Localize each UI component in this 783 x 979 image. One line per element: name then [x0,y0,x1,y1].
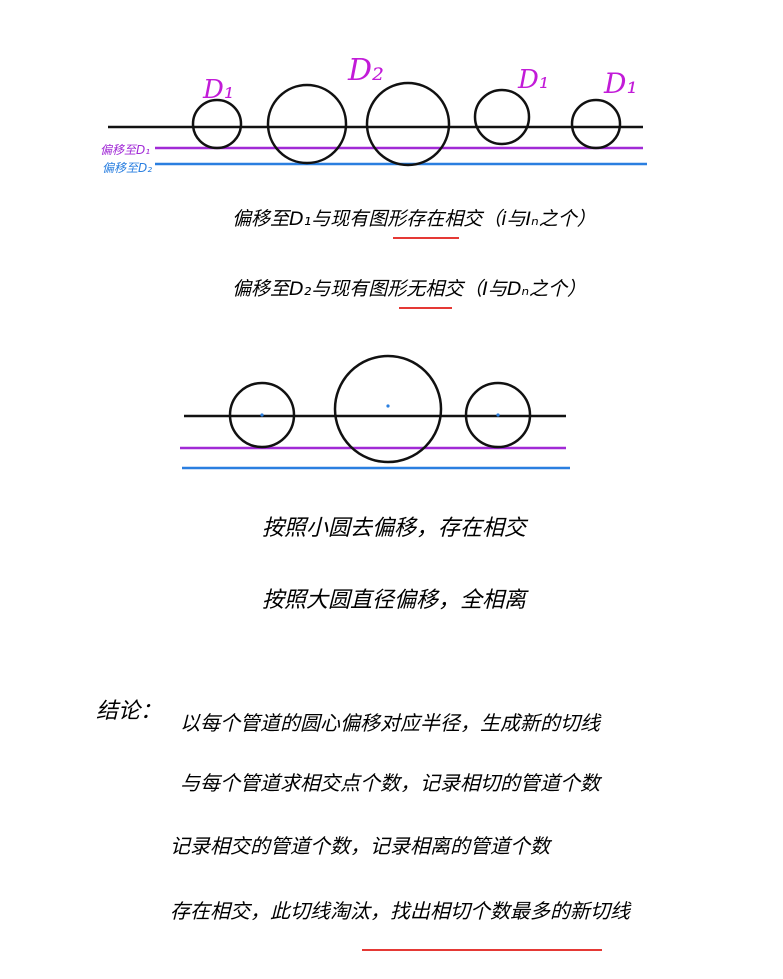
pipe-circle [266,83,348,165]
pipe-circle [365,81,451,167]
center-dot [260,413,264,417]
circle-label: D₁ [517,65,549,95]
diagram-2 [180,354,570,470]
conclusion-line: 与每个管道求相交点个数，记录相切的管道个数 [180,771,603,795]
side-label-blue: 偏移至D₂ [102,161,152,175]
note-line: 偏移至D₂与现有图形无相交（I与Dₙ之个） [232,278,586,300]
pipe-circle [191,98,243,150]
note-line: 按照小圆去偏移，存在相交 [262,516,529,541]
side-label-purple: 偏移至D₁ [100,143,150,157]
pipe-circle [228,381,296,449]
conclusion-title: 结论： [96,699,162,724]
circle-label: D₁ [603,67,638,100]
circle-label: D₂ [347,53,384,88]
note-line: 偏移至D₁与现有图形存在相交（i与Iₙ之个） [232,208,596,230]
conclusion-line: 存在相交，此切线淘汰，找出相切个数最多的新切线 [170,899,632,923]
center-dot [496,413,500,417]
notes-1: 偏移至D₁与现有图形存在相交（i与Iₙ之个） 偏移至D₂与现有图形无相交（I与D… [232,208,596,309]
conclusion: 结论： 以每个管道的圆心偏移对应半径，生成新的切线 与每个管道求相交点个数，记录… [96,699,632,951]
pipe-circle [333,354,443,464]
diagram-1: D₁ D₂ D₁ D₁ 偏移至D₁ 偏移至D₂ [100,53,647,175]
circle-label: D₁ [202,75,234,105]
notes-2: 按照小圆去偏移，存在相交 按照大圆直径偏移，全相离 [262,516,529,613]
conclusion-line: 记录相交的管道个数，记录相离的管道个数 [170,834,553,858]
pipe-circle [570,98,622,150]
center-dot [386,404,390,408]
note-line: 按照大圆直径偏移，全相离 [262,588,529,613]
conclusion-line: 以每个管道的圆心偏移对应半径，生成新的切线 [180,711,602,735]
pipe-circle [473,88,531,146]
pipe-circle [464,381,532,449]
